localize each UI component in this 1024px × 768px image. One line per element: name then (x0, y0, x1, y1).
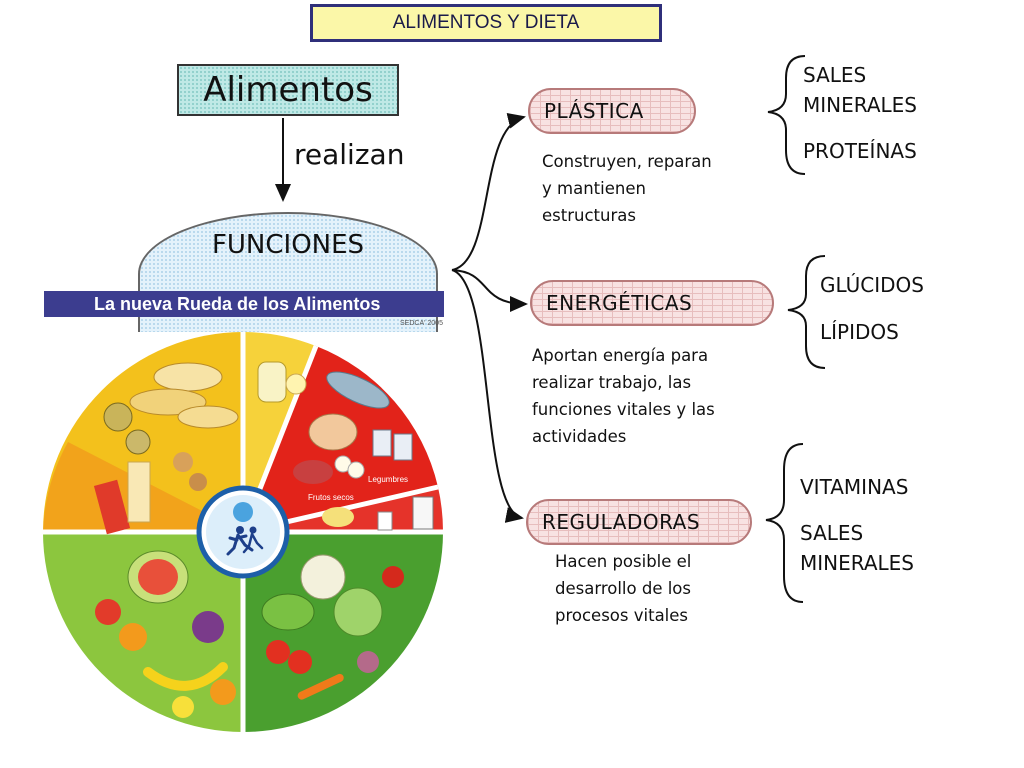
pepper-icon (382, 566, 404, 588)
onion-icon (357, 651, 379, 673)
arrow-to-energeticas (451, 269, 528, 312)
watermelon-icon (138, 559, 178, 595)
description-line: procesos vitales (555, 606, 689, 625)
food-wheel-credit: SEDCA' 2005 (400, 320, 443, 327)
description-line: Construyen, reparan (542, 152, 712, 171)
function-plastica-label: PLÁSTICA (544, 99, 644, 123)
milk-carton-icon (412, 496, 434, 530)
apple-icon (95, 599, 121, 625)
runner-icon (226, 526, 264, 556)
cookie-icon (189, 473, 207, 491)
food-wheel-banner: La nueva Rueda de los Alimentos (44, 291, 444, 317)
butter-icon (285, 373, 307, 395)
description-plastica: Construyen, reparan y mantienen estructu… (542, 148, 772, 229)
description-energeticas: Aportan energía para realizar trabajo, l… (532, 342, 782, 450)
nutrient-sales-minerales-2: SALES MINERALES (800, 518, 914, 578)
bread-icon (177, 405, 239, 429)
page-title-box: ALIMENTOS Y DIETA (310, 4, 662, 42)
food-wheel: Legumbres Frutos secos (43, 332, 444, 732)
pasta-box-icon (93, 479, 131, 535)
function-plastica: PLÁSTICA (528, 88, 696, 134)
description-line: estructuras (542, 206, 636, 225)
can-icon (372, 429, 392, 457)
nutrient-glucidos: GLÚCIDOS (820, 273, 924, 297)
food-wheel-title: La nueva Rueda de los Alimentos (94, 293, 381, 314)
orange-icon (210, 679, 236, 705)
cheese-icon (322, 507, 354, 527)
description-line: Aportan energía para (532, 346, 709, 365)
function-energeticas-label: ENERGÉTICAS (546, 291, 693, 315)
nutrient-sales-minerales-1: SALES MINERALES (803, 60, 917, 120)
fish-icon (326, 371, 390, 409)
page-title: ALIMENTOS Y DIETA (392, 12, 580, 33)
nutrient-proteinas: PROTEÍNAS (803, 139, 917, 163)
potato-icon (125, 429, 151, 455)
cookie-icon (173, 452, 193, 472)
nutrient-lipidos: LÍPIDOS (820, 320, 899, 344)
nutrient-line: MINERALES (803, 93, 917, 117)
function-reguladoras: REGULADORAS (526, 499, 752, 545)
potato-icon (103, 402, 133, 432)
egg-icon (347, 461, 365, 479)
oil-bottle-icon (257, 361, 287, 403)
tomato-icon (288, 650, 312, 674)
nutrient-line: MINERALES (800, 551, 914, 575)
banana-icon (143, 662, 228, 691)
description-line: desarrollo de los (555, 579, 691, 598)
chicken-icon (308, 413, 358, 451)
carrot-icon (297, 673, 344, 700)
orange-icon (119, 623, 147, 651)
label-legumbres: Legumbres (368, 475, 408, 484)
description-line: Hacen posible el (555, 552, 692, 571)
function-reguladoras-label: REGULADORAS (542, 510, 701, 534)
realizan-connector-label: realizan (294, 138, 405, 171)
funciones-label: FUNCIONES (211, 230, 365, 260)
can-icon (393, 433, 413, 461)
lemon-icon (172, 696, 194, 718)
grapes-icon (192, 611, 224, 643)
water-drop-icon (233, 502, 253, 522)
description-line: actividades (532, 427, 627, 446)
nutrient-line: SALES (803, 63, 867, 87)
arrow-to-reguladoras (451, 269, 524, 523)
function-energeticas: ENERGÉTICAS (530, 280, 774, 326)
cabbage-icon (333, 587, 383, 637)
bread-icon (129, 388, 207, 416)
nutrient-line: SALES (800, 521, 864, 545)
alimentos-label: Alimentos (203, 70, 373, 110)
meat-icon (293, 460, 333, 484)
tomato-icon (266, 640, 290, 664)
nutrient-vitaminas: VITAMINAS (800, 475, 909, 499)
description-line: realizar trabajo, las (532, 373, 692, 392)
alimentos-node: Alimentos (177, 64, 399, 116)
label-frutos-secos: Frutos secos (308, 493, 354, 502)
arrow-to-plastica (451, 112, 526, 271)
brace-reguladoras (765, 443, 804, 603)
description-line: funciones vitales y las (532, 400, 715, 419)
description-line: y mantienen (542, 179, 646, 198)
spaghetti-icon (127, 461, 151, 523)
cauliflower-icon (300, 554, 346, 600)
brace-plastica (767, 55, 806, 175)
description-reguladoras: Hacen posible el desarrollo de los proce… (555, 548, 775, 629)
lettuce-icon (261, 593, 315, 631)
food-items (93, 361, 434, 718)
brace-energeticas (787, 255, 826, 369)
yogurt-icon (377, 511, 393, 531)
bread-icon (153, 362, 223, 392)
